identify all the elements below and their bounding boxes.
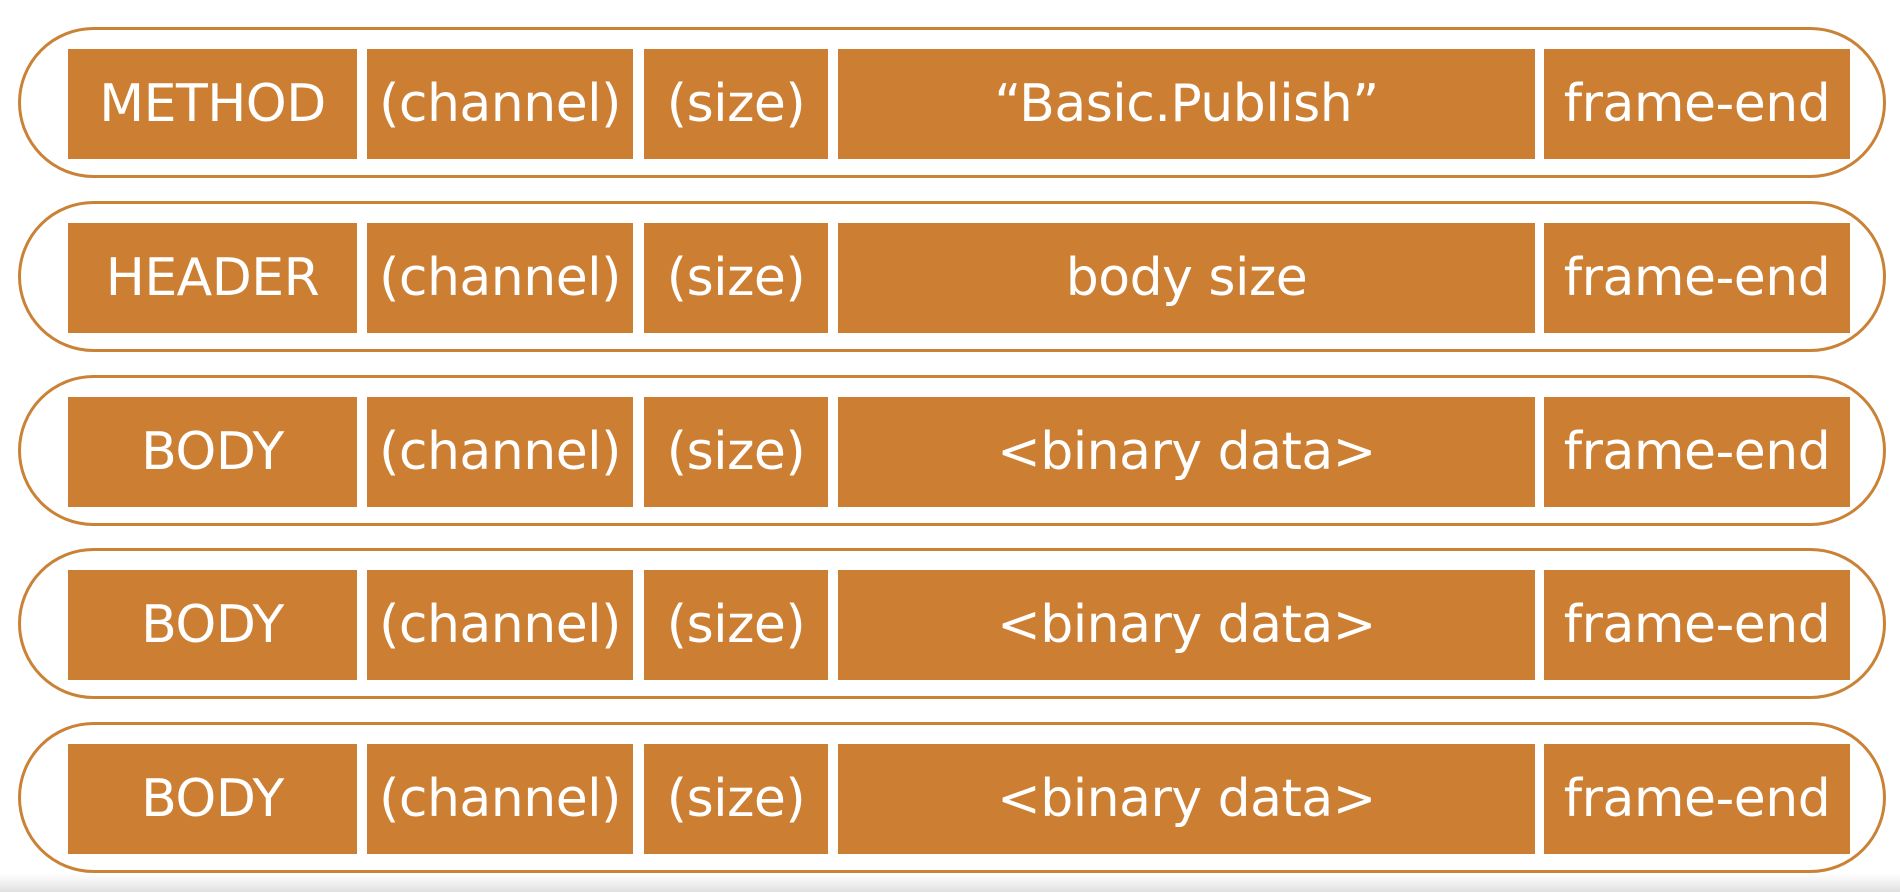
frame-type-cell: BODY xyxy=(68,397,357,507)
frame-type-cell: BODY xyxy=(68,570,357,680)
size-cell: (size) xyxy=(644,570,828,680)
channel-cell: (channel) xyxy=(367,49,633,159)
frame-type-cell: HEADER xyxy=(68,223,357,333)
frame-type-cell: BODY xyxy=(68,744,357,854)
frame-end-cell: frame-end xyxy=(1544,570,1850,680)
size-cell: (size) xyxy=(644,49,828,159)
bottom-shadow xyxy=(0,874,1900,892)
payload-cell: “Basic.Publish” xyxy=(838,49,1535,159)
size-cell: (size) xyxy=(644,397,828,507)
payload-cell: <binary data> xyxy=(838,570,1535,680)
channel-cell: (channel) xyxy=(367,223,633,333)
payload-cell: <binary data> xyxy=(838,744,1535,854)
channel-cell: (channel) xyxy=(367,397,633,507)
frame-end-cell: frame-end xyxy=(1544,397,1850,507)
channel-cell: (channel) xyxy=(367,744,633,854)
payload-cell: <binary data> xyxy=(838,397,1535,507)
size-cell: (size) xyxy=(644,744,828,854)
frame-row-header: HEADER (channel) (size) body size frame-… xyxy=(18,201,1886,352)
frame-row-body: BODY (channel) (size) <binary data> fram… xyxy=(18,548,1886,699)
frame-row-body: BODY (channel) (size) <binary data> fram… xyxy=(18,375,1886,526)
frame-end-cell: frame-end xyxy=(1544,744,1850,854)
frame-end-cell: frame-end xyxy=(1544,49,1850,159)
frame-end-cell: frame-end xyxy=(1544,223,1850,333)
frame-row-body: BODY (channel) (size) <binary data> fram… xyxy=(18,722,1886,873)
size-cell: (size) xyxy=(644,223,828,333)
payload-cell: body size xyxy=(838,223,1535,333)
frame-type-cell: METHOD xyxy=(68,49,357,159)
frame-row-method: METHOD (channel) (size) “Basic.Publish” … xyxy=(18,27,1886,178)
channel-cell: (channel) xyxy=(367,570,633,680)
